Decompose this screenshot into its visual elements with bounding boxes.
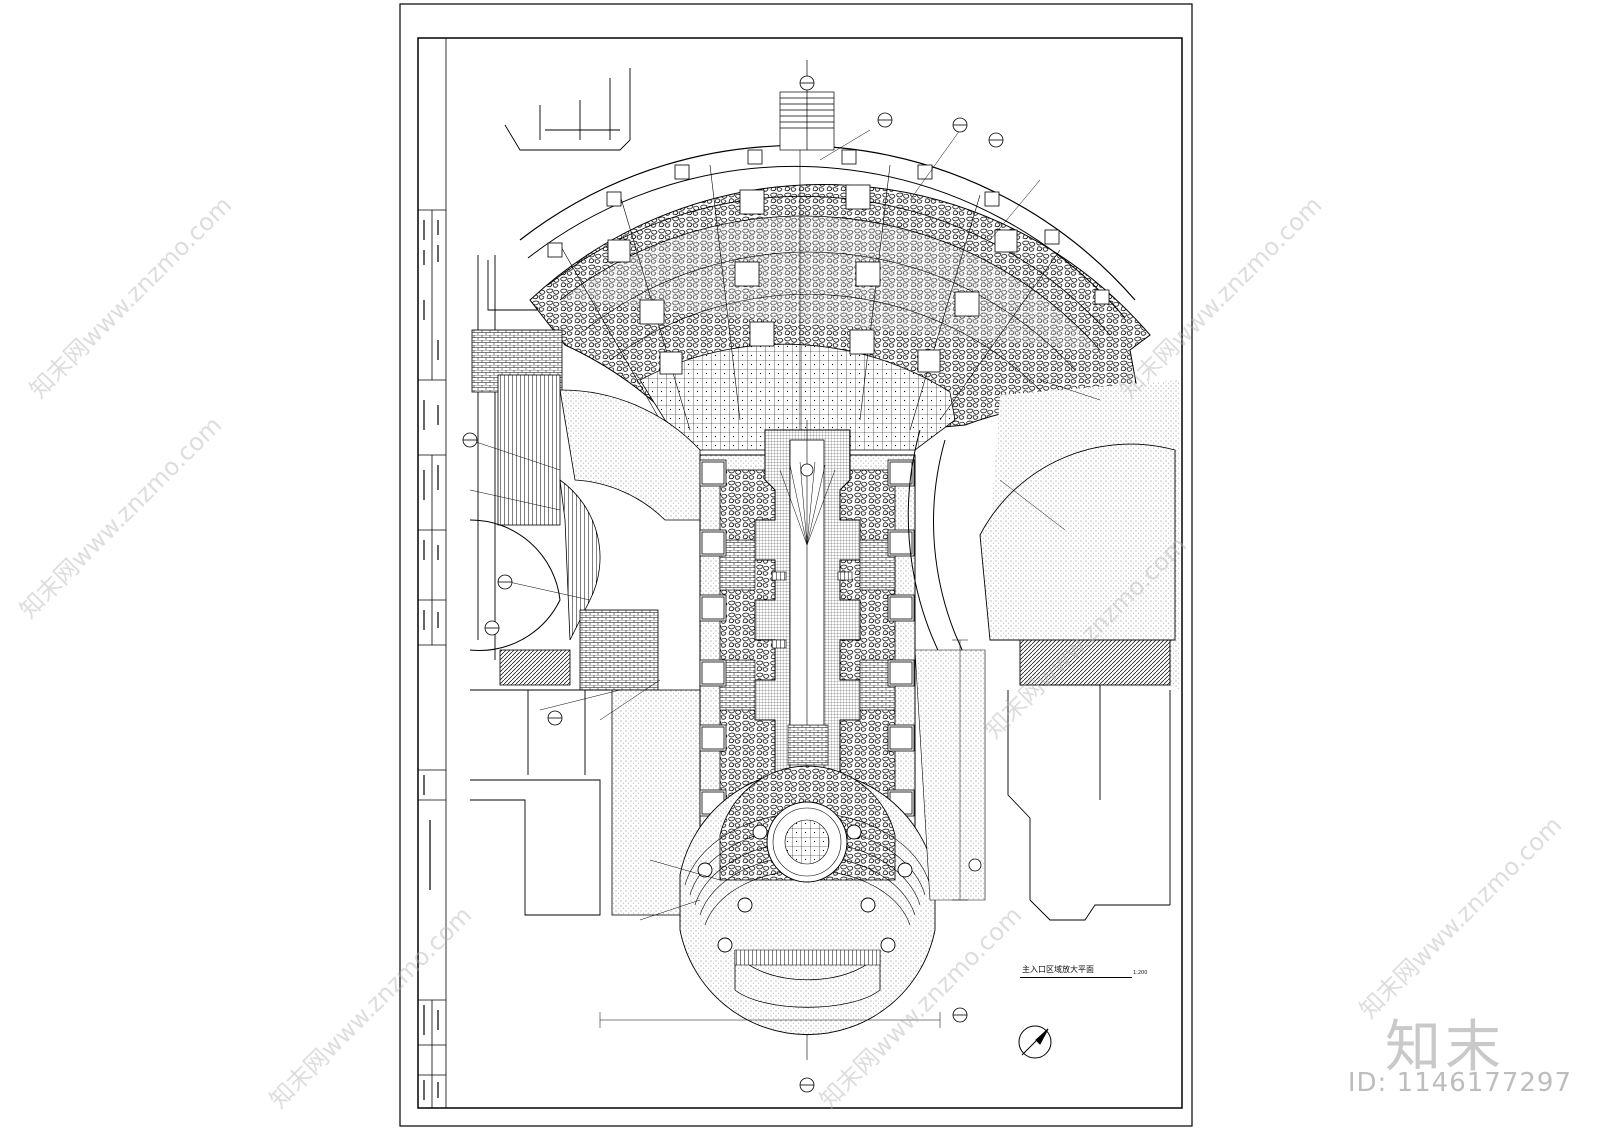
central-promenade xyxy=(699,420,916,1060)
sheet-inner-border xyxy=(417,37,1183,1109)
title-block-text-marks xyxy=(423,220,439,1100)
right-driveway xyxy=(907,380,1180,901)
top-entry-stairs xyxy=(779,60,835,151)
title-block xyxy=(418,38,447,1108)
callout-markers xyxy=(462,75,1004,1093)
plan-title: 主入口区域放大平面 xyxy=(1022,965,1094,974)
dimension-lines xyxy=(469,129,1101,1028)
plan-title-underline xyxy=(1020,977,1132,978)
sheet-outer-border xyxy=(399,3,1193,1127)
building-outline-bottom-left xyxy=(470,689,610,916)
entrance-circle-plaza xyxy=(679,765,936,1036)
brand-watermark: 知末 xyxy=(1385,1015,1505,1080)
building-outline-right xyxy=(1007,639,1171,921)
left-terrace xyxy=(469,329,708,916)
image-id-watermark: ID: 1146177297 xyxy=(1347,1068,1572,1098)
north-arrow xyxy=(1018,1025,1052,1059)
building-outline-top-left xyxy=(477,68,631,660)
plan-scale: 1:200 xyxy=(1133,970,1148,976)
fan-plaza xyxy=(519,145,1151,451)
